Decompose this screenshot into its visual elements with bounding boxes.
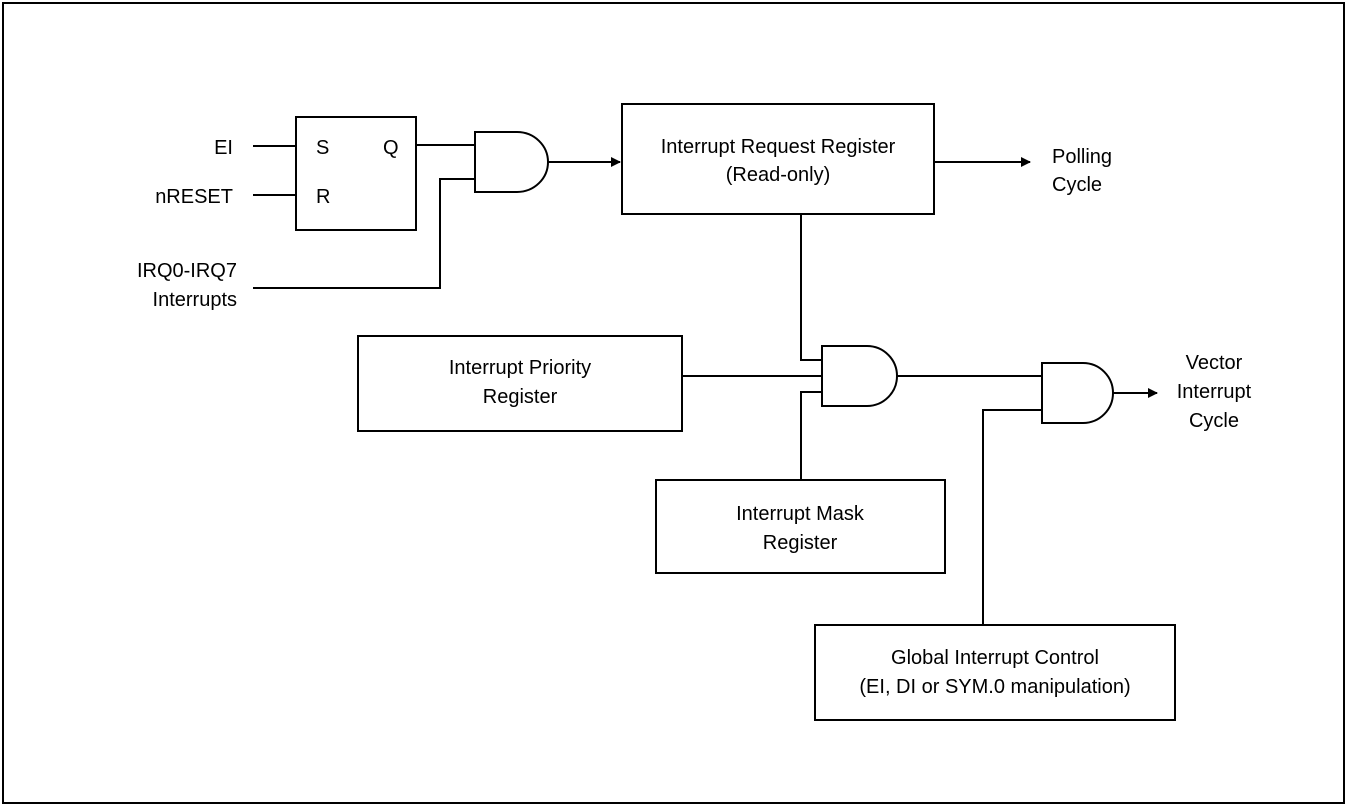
and-gate-icon [474, 131, 549, 193]
sr-flipflop-icon [295, 116, 417, 231]
nreset-input-label: nRESET [155, 186, 233, 208]
flipflop-q-label: Q [383, 137, 399, 159]
irr-subtitle: (Read-only) [726, 164, 830, 186]
gic-title: Global Interrupt Control [891, 647, 1099, 669]
gic-to-and3-wire [982, 409, 1042, 625]
flipflop-r-label: R [316, 186, 330, 208]
irr-title: Interrupt Request Register [661, 136, 896, 158]
vector-label-line3: Cycle [1189, 410, 1239, 432]
sr-flipflop: S R Q [295, 116, 417, 231]
flipflop-s-label: S [316, 137, 329, 159]
ipr-subtitle: Register [483, 386, 558, 408]
imr-title: Interrupt Mask [736, 503, 865, 525]
ipr-title: Interrupt Priority [449, 357, 591, 379]
vector-label-line2: Interrupt [1177, 381, 1252, 403]
polling-label-line1: Polling [1052, 146, 1112, 168]
imr-to-and2-wire [800, 391, 822, 480]
gic-subtitle: (EI, DI or SYM.0 manipulation) [859, 676, 1130, 698]
and-gate-icon [821, 345, 898, 407]
imr-subtitle: Register [763, 532, 838, 554]
irq-input-label-line2: Interrupts [153, 289, 237, 311]
ei-input-label: EI [214, 137, 233, 159]
interrupt-request-register-box [621, 103, 935, 215]
interrupt-mask-register-box [655, 479, 946, 574]
global-interrupt-control-box [814, 624, 1176, 721]
and-gate-icon [1041, 362, 1114, 424]
polling-label-line2: Cycle [1052, 174, 1102, 196]
interrupt-priority-register-box [357, 335, 683, 432]
irq-to-and1-wire [253, 178, 475, 289]
irq-input-label-line1: IRQ0-IRQ7 [137, 260, 237, 282]
vector-label-line1: Vector [1186, 352, 1243, 374]
irr-to-and2-wire [800, 214, 822, 361]
